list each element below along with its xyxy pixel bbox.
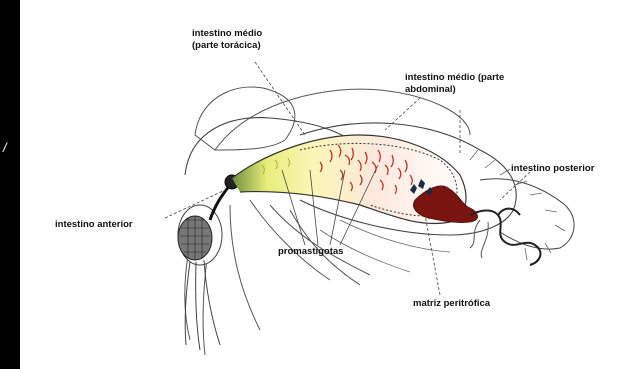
proboscis bbox=[185, 260, 220, 350]
abdomen-rear bbox=[480, 179, 574, 249]
label-hindgut: intestino posterior bbox=[511, 163, 594, 175]
label-midgut-thoracic-line2: (parte torácica) bbox=[192, 40, 262, 52]
label-midgut-thoracic-line1: intestino médio bbox=[192, 28, 262, 40]
label-midgut-thoracic: intestino médio (parte torácica) bbox=[192, 28, 262, 52]
malpighian bbox=[470, 220, 488, 258]
label-foregut: intestino anterior bbox=[55, 219, 133, 231]
label-midgut-abdominal-line2: abdominal) bbox=[405, 84, 504, 96]
hindgut bbox=[470, 209, 540, 265]
foregut-tube bbox=[210, 185, 230, 220]
label-peritrophic-matrix: matriz peritrófica bbox=[413, 298, 490, 310]
label-midgut-abdominal-line1: intestino médio (parte bbox=[405, 72, 504, 84]
label-promastigotes: promastigotas bbox=[278, 246, 343, 258]
label-midgut-abdominal: intestino médio (parte abdominal) bbox=[405, 72, 504, 96]
